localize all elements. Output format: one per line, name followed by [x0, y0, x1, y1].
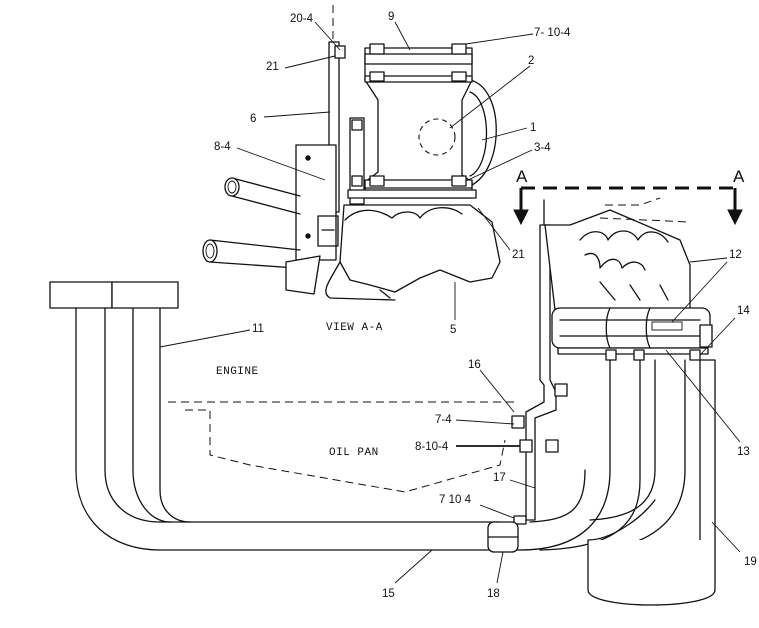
callout-7-10-4-bottom: 7 10 4: [439, 494, 472, 506]
callout-8-4: 8-4: [214, 141, 231, 153]
callout-13: 13: [737, 446, 750, 458]
callout-1: 1: [530, 122, 536, 134]
callout-7-4: 7-4: [435, 414, 452, 426]
section-cut-line: A A: [513, 167, 745, 226]
callout-18: 18: [487, 588, 500, 600]
engine-label: ENGINE: [216, 366, 259, 378]
arrow-left: [513, 209, 529, 226]
callout-3-4: 3-4: [534, 142, 551, 154]
bolt-7-4: [511, 415, 525, 429]
bottom-flange: [364, 179, 473, 189]
callout-7-10-4-top: 7- 10-4: [534, 27, 571, 39]
pipe-2: [104, 307, 501, 523]
hidden-port: [418, 118, 456, 156]
header-block-right: [111, 281, 179, 309]
nut: [369, 71, 385, 82]
bolt: [451, 43, 467, 55]
callout-8-10-4: 8-10-4: [415, 441, 449, 453]
bolt-8-10-4: [519, 439, 533, 453]
pipe-outer: [75, 307, 521, 551]
pipe-inner: [159, 307, 191, 523]
pipe-return-outer: [519, 359, 611, 551]
pipe-3: [132, 307, 171, 523]
support-bracket: [525, 224, 557, 521]
bolt-20-4: [334, 45, 346, 59]
view-caption: VIEW A-A: [326, 322, 383, 334]
flange-plate: [551, 307, 711, 349]
pipe-upper: [231, 177, 301, 215]
oil-pan-outline: [185, 409, 506, 493]
callout-5: 5: [450, 324, 456, 336]
callouts: 20-4 9 7- 10-4 2 21 6 1 8-4 3-4 21 12 5: [159, 11, 757, 600]
callout-2: 2: [528, 55, 534, 67]
callout-16: 16: [468, 359, 481, 371]
bolt-hole: [305, 233, 311, 239]
section-mark-left: A: [516, 167, 528, 186]
pipe-end: [202, 239, 218, 263]
callout-6: 6: [250, 113, 256, 125]
section-mark-right: A: [733, 167, 745, 186]
oil-pan-label: OIL PAN: [329, 447, 379, 459]
callout-14: 14: [737, 305, 750, 317]
callout-21-top: 21: [266, 61, 279, 73]
rear-cover: [469, 79, 497, 187]
muffler-canister: [587, 359, 716, 606]
bolt: [369, 175, 385, 187]
callout-21-bottom: 21: [512, 249, 525, 261]
pipe-end: [224, 177, 240, 197]
bolt-16: [554, 383, 568, 397]
callout-15: 15: [382, 588, 395, 600]
callout-19: 19: [744, 556, 757, 568]
callout-20-4: 20-4: [290, 13, 314, 25]
header-block-left: [49, 281, 113, 309]
side-bracket: [295, 144, 337, 261]
manifold-body: [339, 204, 501, 293]
callout-17: 17: [493, 472, 506, 484]
pipe-lower: [209, 239, 301, 269]
bolt: [451, 175, 467, 187]
view-a-a-detail: VIEW A-A: [202, 5, 501, 334]
bolt-hole: [305, 155, 311, 161]
callout-12: 12: [729, 249, 742, 261]
arrow-right: [727, 209, 743, 226]
clamp-block: [285, 255, 321, 295]
bolt: [369, 43, 385, 55]
callout-9: 9: [388, 11, 394, 23]
callout-11: 11: [252, 323, 264, 335]
nut: [451, 71, 467, 82]
top-flange: [364, 53, 473, 65]
main-assembly: ENGINE OIL PAN: [49, 197, 716, 606]
